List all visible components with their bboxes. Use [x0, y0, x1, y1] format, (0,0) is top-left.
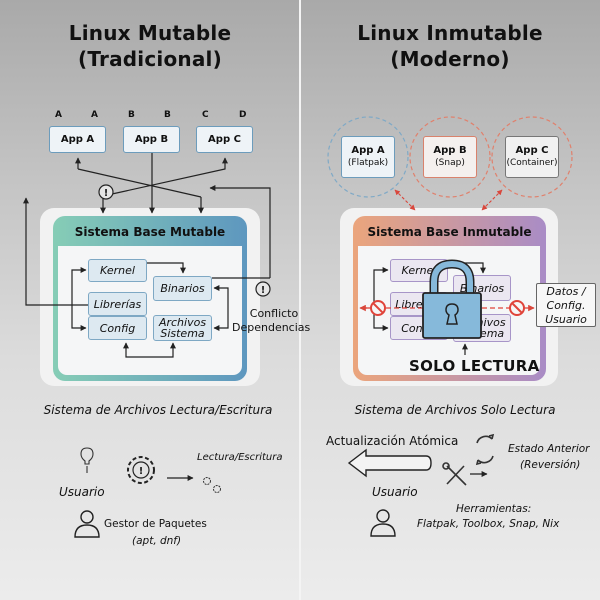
app-label: App C [208, 134, 241, 145]
app-sub-label: (Container) [506, 158, 558, 168]
flatpak-app-box[interactable]: App A (Flatpak) [341, 136, 395, 178]
librerias-label: Librerías [93, 297, 142, 311]
app-sub-label: (Flatpak) [347, 158, 389, 168]
archivos-sistema-box[interactable]: Archivos Sistema [153, 315, 212, 341]
package-manager-examples: (apt, dnf) [132, 535, 182, 547]
mutable-system-frame: Sistema Base Mutable [53, 216, 247, 381]
app-letter: B [164, 110, 171, 120]
librerias-box[interactable]: Librerías [390, 292, 448, 316]
librerias-label: Librerías [395, 297, 443, 311]
app-letter: A [91, 110, 98, 120]
app-sub-label: (Snap) [435, 158, 465, 168]
immutable-filesystem-caption: Sistema de Archivos Solo Lectura [354, 403, 556, 417]
kernel-label: Kernel [100, 264, 135, 277]
app-label: App B [433, 145, 467, 156]
immutable-system-title: Sistema Base Inmutable [367, 225, 532, 239]
mutable-system-title: Sistema Base Mutable [74, 225, 226, 239]
config-box[interactable]: Config [390, 316, 448, 340]
sistema-label: Sistema [459, 327, 505, 340]
dependencies-label: Dependencias [232, 321, 311, 334]
config-box[interactable]: Config [88, 316, 147, 340]
user-data-line3: Usuario [545, 313, 587, 326]
kernel-label: Kernel [401, 264, 437, 277]
binarios-label: Binarios [459, 281, 505, 295]
librerias-box[interactable]: Librerías [88, 292, 147, 316]
binarios-box[interactable]: Binarios [453, 275, 511, 301]
app-a-box[interactable]: App A [49, 126, 106, 153]
sistema-label: Sistema [160, 327, 205, 340]
conflict-line1: Conflicto [249, 307, 299, 320]
kernel-box[interactable]: Kernel [88, 259, 147, 282]
kernel-box[interactable]: Kernel [390, 259, 448, 282]
immutable-user-label: Usuario [372, 485, 418, 499]
user-data-box[interactable]: Datos / Config. Usuario [536, 283, 596, 327]
conflict-label: Conflicto [234, 306, 314, 321]
app-label: App B [134, 134, 169, 145]
app-letter: B [128, 110, 135, 120]
mutable-system-body [58, 246, 242, 375]
mutable-title-line1: Linux Mutable [68, 21, 232, 45]
app-b-box[interactable]: App B [123, 126, 180, 153]
tools-label: Herramientas: [456, 503, 532, 515]
archivos-label: Archivos [158, 316, 207, 329]
read-write-label: Lectura/Escritura [197, 452, 283, 463]
user-data-line1: Datos / [546, 285, 586, 298]
tools-list: Flatpak, Toolbox, Snap, Nix [417, 518, 560, 530]
app-label: App A [60, 134, 95, 145]
app-letter: D [239, 110, 247, 120]
user-data-line2: Config. [546, 299, 586, 312]
archivos-sistema-box[interactable]: Archivos Sistema [453, 314, 511, 342]
immutable-title: Linux Inmutable (Moderno) [300, 20, 600, 72]
previous-state-label: Estado Anterior [508, 443, 590, 455]
app-label: App A [351, 145, 385, 156]
app-letter: A [55, 110, 62, 120]
rollback-label: (Reversión) [520, 459, 581, 471]
mutable-title-line2: (Tradicional) [78, 47, 222, 71]
package-manager-label: Gestor de Paquetes [104, 518, 207, 530]
atomic-update-label: Actualización Atómica [326, 434, 459, 448]
binarios-box[interactable]: Binarios [153, 276, 212, 301]
immutable-title-line1: Linux Inmutable [357, 21, 543, 45]
snap-app-box[interactable]: App B (Snap) [423, 136, 477, 178]
archivos-label: Archivos [458, 316, 506, 329]
config-label: Config [401, 321, 437, 335]
immutable-system-body [358, 246, 540, 375]
mutable-filesystem-caption: Sistema de Archivos Lectura/Escritura [43, 403, 273, 417]
mutable-user-label: Usuario [59, 485, 105, 499]
mutable-title: Linux Mutable (Tradicional) [0, 20, 300, 72]
app-letter: C [202, 110, 209, 120]
panel-divider [299, 0, 301, 600]
app-label: App C [515, 145, 549, 156]
container-app-box[interactable]: App C (Container) [505, 136, 559, 178]
read-only-label: SOLO LECTURA [409, 357, 540, 375]
binarios-label: Binarios [160, 282, 205, 295]
config-label: Config [99, 321, 136, 335]
immutable-title-line2: (Moderno) [390, 47, 510, 71]
app-c-box[interactable]: App C [196, 126, 253, 153]
